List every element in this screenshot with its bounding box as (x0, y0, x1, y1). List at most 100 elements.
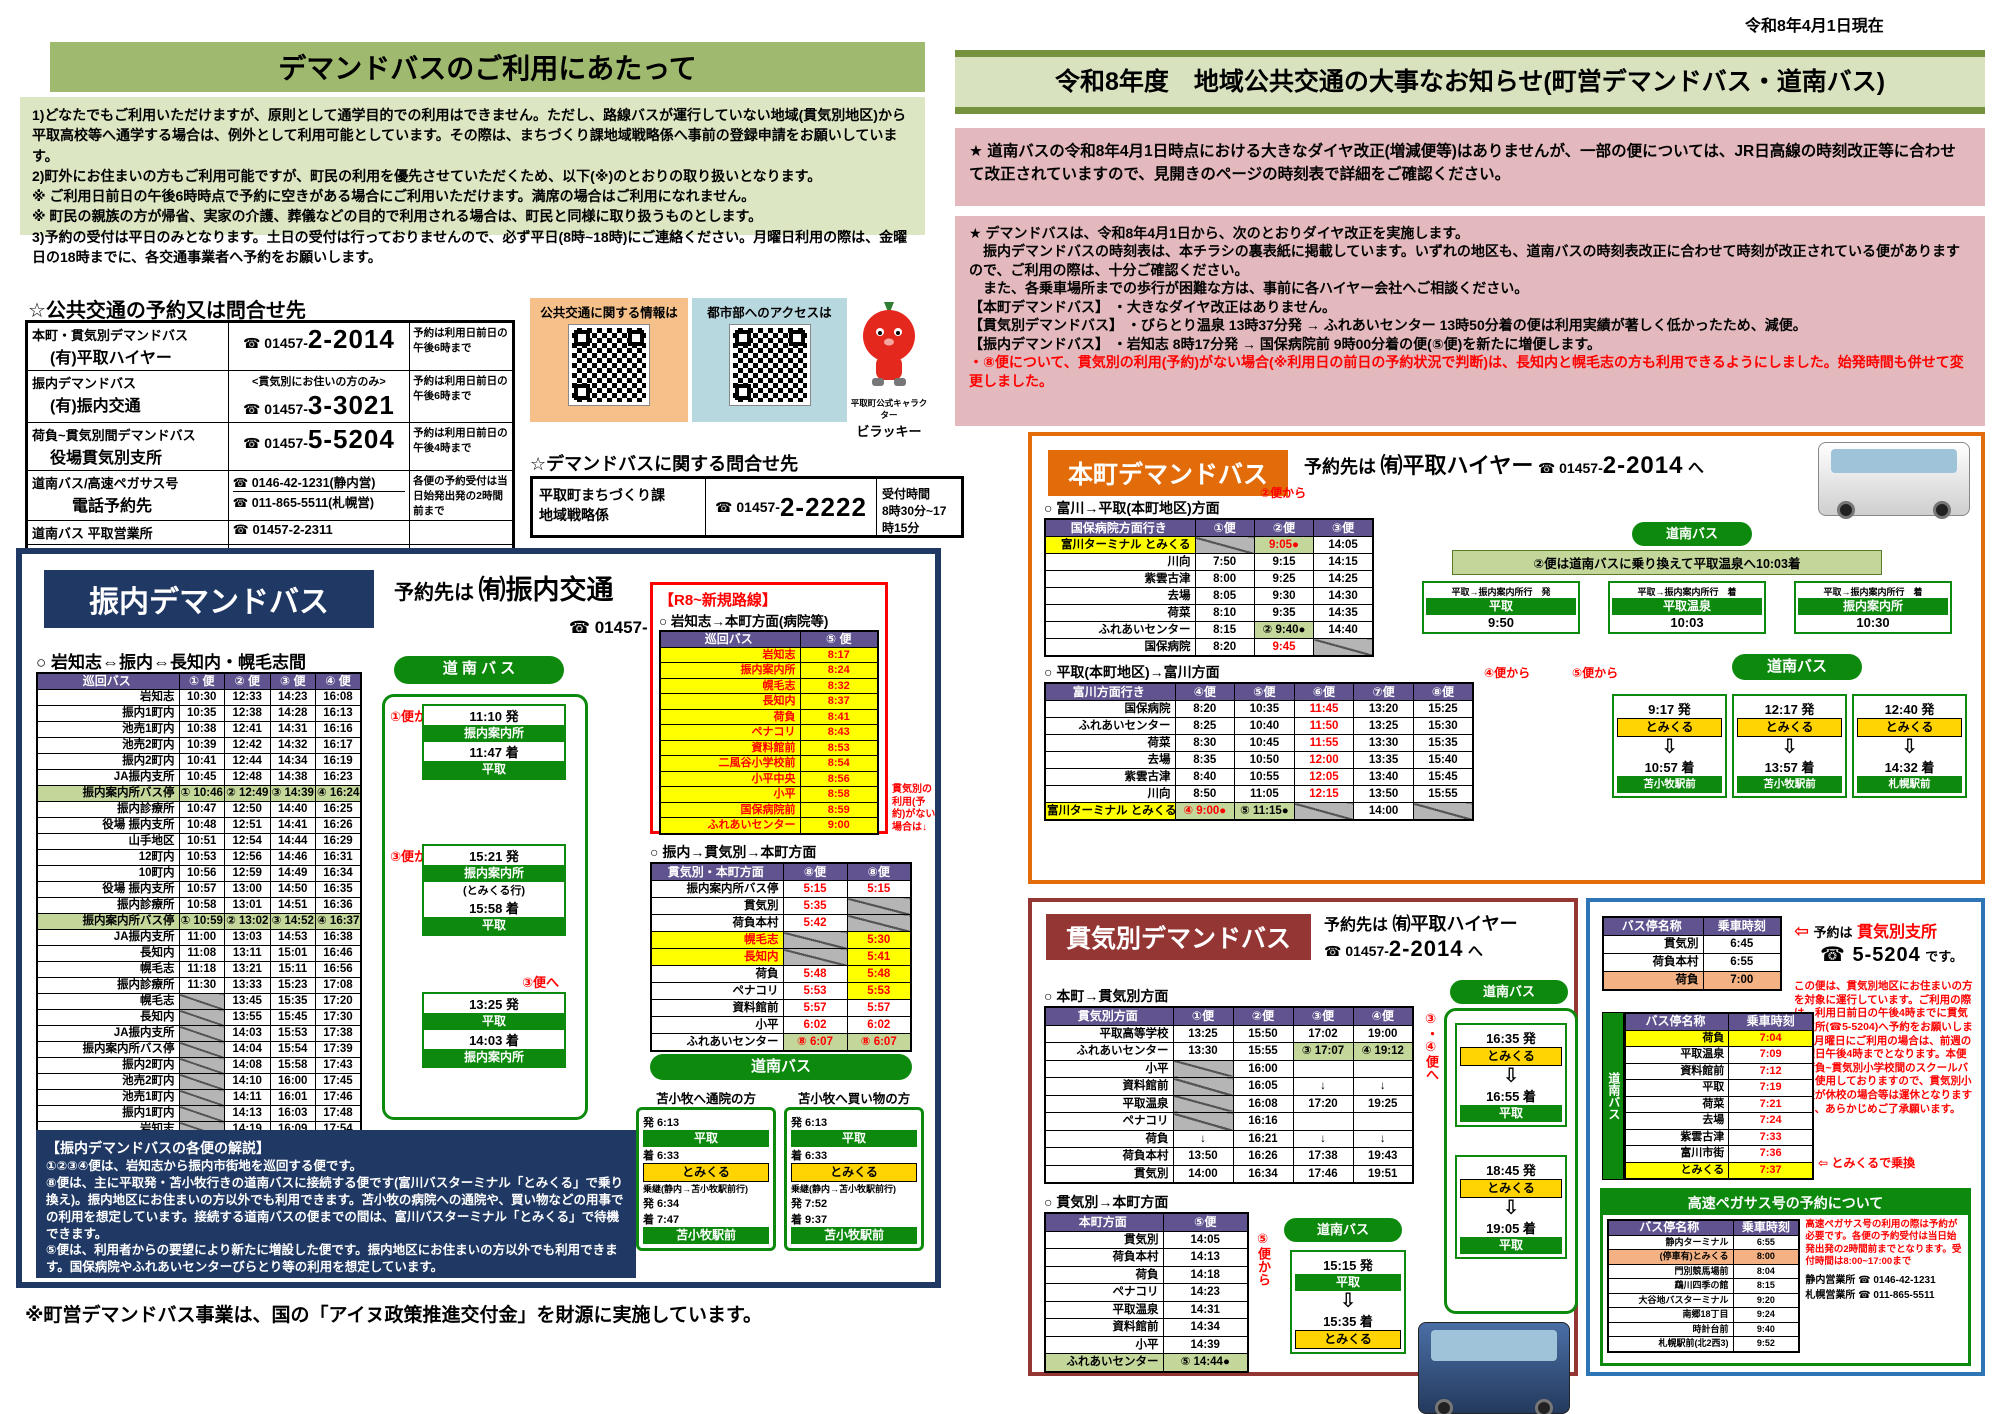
timetable-header-cell: 貫気別方面 (1044, 1006, 1174, 1026)
timetable-cell: ↓ (1172, 1129, 1234, 1148)
timetable-cell: 16:26 (315, 817, 362, 834)
timetable-cell: 荷菜 (1044, 734, 1176, 752)
timetable-cell (1292, 1059, 1354, 1078)
timetable-cell: 16:29 (315, 833, 362, 850)
contact-row: 道南バス 平取営業所 ☎ 01457-2-2311 (28, 520, 512, 544)
timetable-cell: 12:05 (1293, 768, 1355, 786)
timetable-cell: 11:55 (1293, 734, 1355, 752)
timetable-cell: 12:56 (224, 849, 271, 866)
timetable-cell: 9:25 (1253, 570, 1315, 588)
flow-to-stop: 苫小牧駅前 (1737, 776, 1842, 793)
flow-arrive-time: 19:05 着 (1486, 1221, 1536, 1236)
timetable-cell: 岩知志 (659, 646, 801, 663)
timetable-cell: 16:13 (315, 705, 362, 722)
timetable-cell: 8:25 (1174, 717, 1236, 735)
timetable-cell: 平取高等学校 (1044, 1024, 1174, 1043)
leg-place: 苫小牧駅前 (643, 1227, 769, 1244)
usage-title: デマンドバスのご利用にあたって (278, 53, 697, 84)
tel-prefix: ☎ 01457- (242, 401, 308, 417)
reserve-pre: 予約先は (1324, 917, 1389, 934)
step-route: 平取→振内案内所行 着 (1823, 587, 1923, 597)
tableB-title: ○ 平取(本町地区)→富川方面 (1044, 664, 1220, 680)
usage-title-bar: デマンドバスのご利用にあたって (50, 42, 925, 92)
timetable-cell: 17:39 (315, 1041, 362, 1058)
leg-place: とみくる (791, 1163, 917, 1182)
timetable-cell: 16:26 (1232, 1147, 1294, 1166)
timetable-cell: 10:35 (1234, 700, 1295, 718)
timetable-cell: 8:20 (1174, 700, 1236, 718)
panel-title-text: 振内デマンドバス (89, 586, 329, 619)
timetable-cell: 小平 (1044, 1335, 1164, 1354)
timetable-cell: 二風谷小学校前 (659, 755, 801, 772)
timetable-header-cell: ⑤便 (1162, 1212, 1249, 1232)
timetable-cell: 16:08 (1232, 1094, 1294, 1113)
timetable-cell: 9:30 (1253, 587, 1315, 605)
honcho-demand-bus-panel: 本町デマンドバス 予約先は ㈲平取ハイヤー ☎ 01457-2-2014 へ ○… (1028, 432, 1985, 884)
timetable-cell: 10:56 (178, 865, 225, 882)
timetable-cell: 17:08 (315, 977, 362, 994)
timetable-cell: 8:30 (1174, 734, 1236, 752)
dounan-bus-pill: 道 南 バ ス (394, 656, 564, 684)
timetable-cell: 富川ターミナル とみくる (1044, 536, 1196, 554)
timetable-header-cell: ②便 (1232, 1006, 1294, 1026)
demand-contact-table: 平取町まちづくり課 地域戦略係 ☎ 01457- 2-2222 受付時間 8時3… (530, 476, 964, 538)
timetable-cell: 16:00 (1232, 1059, 1294, 1078)
timetable-cell (1313, 638, 1374, 657)
timetable-cell: とみくる (1624, 1161, 1730, 1180)
funnai-loop-title: ○ 岩知志⇔振内⇔長知内・幌毛志間 (36, 653, 306, 672)
flow-depart-time: 13:25 発 (469, 997, 519, 1012)
timetable-header-cell: ⑧便 (1412, 682, 1474, 701)
timetable-cell: 7:19 (1728, 1079, 1814, 1097)
timetable-cell: 16:36 (315, 897, 362, 914)
reserve-name: ㈲平取ハイヤー (1380, 453, 1534, 478)
timetable-cell: 13:25 (1353, 717, 1414, 735)
timetable-cell: 16:19 (315, 753, 362, 770)
timetable-header-cell: ⑧便 (782, 862, 848, 881)
tagD: ⑤便から (1256, 1232, 1271, 1286)
flow-to-stop: 平取 (1460, 1105, 1562, 1122)
timetable-cell: 16:23 (315, 769, 362, 786)
timetable-cell: 8:59 (799, 801, 879, 818)
timetable-cell: 5:53 (782, 982, 848, 1000)
flow-arrive-time: 14:03 着 (469, 1033, 519, 1048)
timetable-cell: 14:28 (269, 705, 316, 722)
timetable-cell: 16:16 (1232, 1112, 1294, 1131)
timetable-cell: 15:40 (1412, 751, 1474, 769)
notice2-red-line: ・⑧便について、貫気別の利用(予約)がない場合(※利用日の前日の予約状況で判断)… (969, 354, 1964, 389)
mascot-image (863, 302, 915, 386)
timetable-cell: 時計台前 (1607, 1321, 1734, 1337)
timetable-cell: 池売1町内 (36, 721, 180, 738)
timetable-cell: 荷負本村 (1044, 1248, 1164, 1267)
timetable-cell: 7:09 (1728, 1046, 1814, 1064)
tel-prefix: ☎ 01457- (715, 498, 780, 515)
flow-to-stop: 平取 (424, 761, 564, 778)
timetable-cell (178, 1073, 225, 1090)
timetable-cell: 17:20 (1292, 1094, 1354, 1113)
timetable-cell: 去場 (1624, 1112, 1730, 1130)
tagB1: ④便から (1484, 666, 1531, 680)
timetable-cell: ① 10:59 (178, 913, 225, 930)
tel-number: ☎ 0146-42-1231(静内営) (232, 472, 406, 492)
leg-time: 着 6:33 (643, 1150, 680, 1162)
timetable-cell: 平取温泉 (1044, 1094, 1174, 1113)
timetable-cell (1412, 802, 1474, 821)
timetable-cell: 12:51 (224, 817, 271, 834)
tel-number: 2-2222 (779, 491, 867, 522)
timetable-cell: 幌毛志 (659, 677, 801, 694)
timetable-cell: 14:05 (1313, 536, 1374, 554)
timetable-cell: 16:38 (315, 929, 362, 946)
timetable-cell: 荷菜 (1044, 604, 1196, 622)
